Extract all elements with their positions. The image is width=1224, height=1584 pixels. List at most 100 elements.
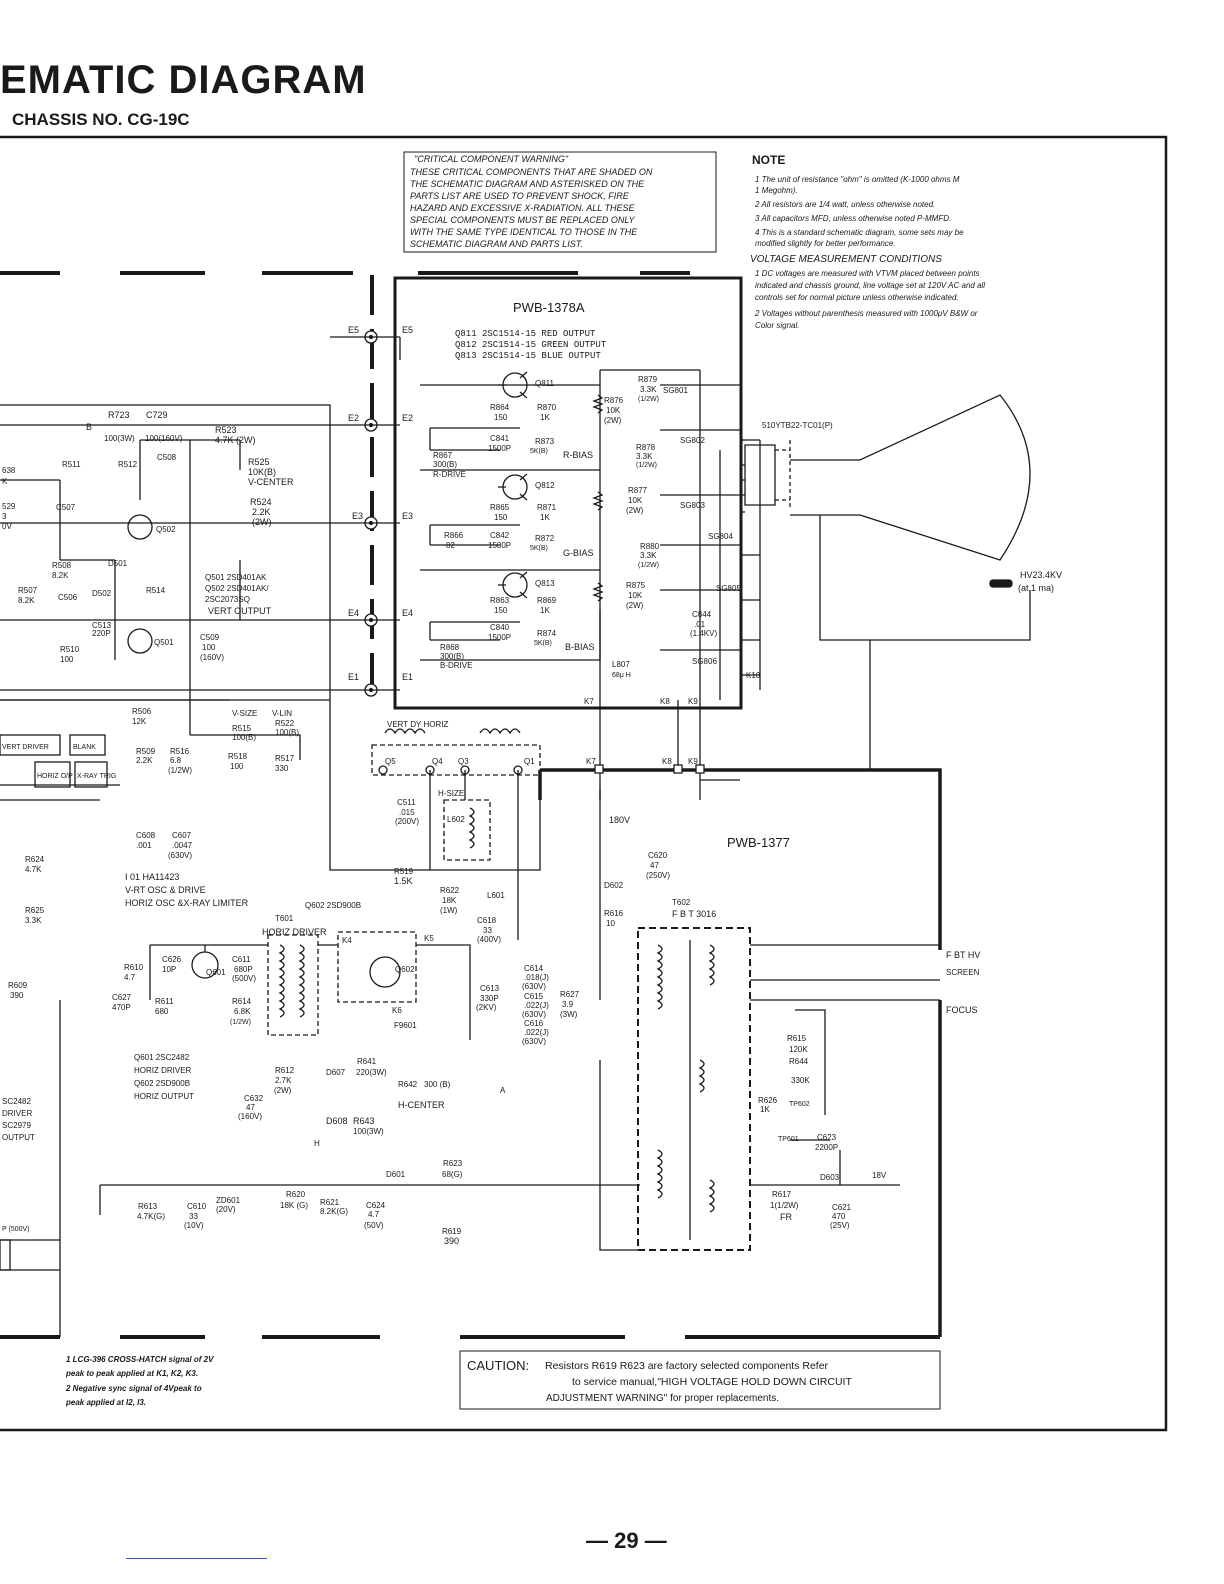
value-r515: 100(B) (232, 733, 256, 742)
label-c608: C608 (136, 831, 156, 840)
warning-line: HAZARD AND EXCESSIVE X-RADIATION. ALL TH… (410, 203, 636, 213)
value-r873: 5K(B) (530, 448, 548, 455)
label-r880: R880 (640, 542, 660, 551)
value-r869: 1K (540, 606, 550, 615)
value-r612: 2.7K (275, 1076, 292, 1085)
connector-label: E1 (402, 672, 413, 682)
value-c842: 1500P (488, 541, 511, 550)
value-r615: 120K (789, 1045, 808, 1054)
label-sg804: SG804 (708, 532, 733, 541)
label-r863: R863 (490, 596, 510, 605)
value-c509: 100 (202, 643, 216, 652)
footnote-line: peak applied at I2, I3. (65, 1398, 146, 1407)
value-r627: 3.9 (562, 1000, 574, 1009)
notes-heading: NOTE (752, 153, 785, 167)
watt-r516: (1/2W) (168, 766, 192, 775)
label-r868: R868 (440, 643, 460, 652)
value-r510: 100 (60, 655, 74, 664)
chassis-number: CHASSIS NO. CG-19C (12, 110, 190, 129)
label-r522: R522 (275, 719, 295, 728)
q-table-row: VERT OUTPUT (208, 606, 272, 616)
label-r610: R610 (124, 963, 144, 972)
label-tp602: TP602 (789, 1101, 810, 1108)
value-c626: 10P (162, 965, 176, 974)
value-r623: 68(G) (442, 1170, 463, 1179)
value-r644: 330K (791, 1076, 810, 1085)
value-c841: 1500P (488, 444, 511, 453)
label-sg806: SG806 (692, 657, 717, 666)
label-r612: R612 (275, 1066, 295, 1075)
transistor-table-row: Q812 2SC1514-15 GREEN OUTPUT (455, 340, 607, 350)
label-c632: C632 (244, 1094, 264, 1103)
note-item: 3 All capacitors MFD, unless otherwise n… (755, 214, 951, 223)
value-r611: 680 (155, 1007, 169, 1016)
value-r866: 82 (446, 541, 455, 550)
label-r518: R518 (228, 752, 248, 761)
value-r864: 150 (494, 413, 508, 422)
label-c509: C509 (200, 633, 220, 642)
label-d607: D607 (326, 1068, 346, 1077)
label-screen: SCREEN (946, 968, 980, 977)
label-r871: R871 (537, 503, 557, 512)
label-r617: R617 (772, 1190, 792, 1199)
label-q5: Q5 (385, 757, 396, 766)
label-r511: R511 (62, 460, 81, 469)
label-r879: R879 (638, 375, 658, 384)
label-r873: R873 (535, 437, 555, 446)
label-sg803: SG803 (680, 501, 705, 510)
connector-label: E1 (348, 672, 359, 682)
note-item: modified slightly for better performance… (755, 239, 896, 248)
label-focus: FOCUS (946, 1005, 978, 1015)
label-fbt: F B T 3016 (672, 909, 716, 919)
value-r875: 10K (628, 591, 643, 600)
label-c627: C627 (112, 993, 132, 1002)
watt-r876: (2W) (604, 416, 622, 425)
value-r865: 150 (494, 513, 508, 522)
label-d501: D501 (108, 559, 128, 568)
label-c511: C511 (397, 798, 416, 807)
label-r643: R643 (353, 1116, 375, 1126)
board-label-pwb1377: PWB-1377 (727, 835, 790, 850)
value-r610: 4.7 (124, 973, 136, 982)
label-k9: K9 (688, 697, 698, 706)
footnote-line: peak to peak applied at K1, K2, K3. (65, 1369, 198, 1378)
value-r879: 3.3K (640, 385, 657, 394)
label-c513: C513 (92, 621, 112, 630)
label-q813: Q813 (535, 579, 555, 588)
value-r880: 3.3K (640, 551, 657, 560)
value-r508: 8.2K (52, 571, 69, 580)
left-q-list-row: SC2482 (2, 1097, 31, 1106)
value-r622: 18K (442, 896, 457, 905)
label-180v: 180V (609, 815, 630, 825)
watt-r612: (2W) (274, 1086, 292, 1095)
label-r514: R514 (146, 586, 166, 595)
label-r623: R623 (443, 1159, 463, 1168)
note-item: 4 This is a standard schematic diagram, … (755, 228, 964, 237)
value-r867: 300(B) (433, 460, 457, 469)
voltage-c620: (250V) (646, 871, 670, 880)
label-r870: R870 (537, 403, 557, 412)
value-r506: 12K (132, 717, 147, 726)
label-b: B (86, 422, 92, 432)
label-r507: R507 (18, 586, 38, 595)
q-list-row: Q602 2SD900B (134, 1079, 190, 1088)
label-r872: R872 (535, 534, 555, 543)
label-r506: R506 (132, 707, 152, 716)
footnote-line: 1 LCG-396 CROSS-HATCH signal of 2V (66, 1355, 214, 1364)
voltage-c614: (630V) (522, 982, 546, 991)
label-c610: C610 (187, 1202, 207, 1211)
value-r868: 300(B) (440, 652, 464, 661)
value-r525: 10K(B) (248, 467, 276, 477)
voltage-item: 2 Voltages without parenthesis measured … (754, 309, 978, 318)
value-r641: 220(3W) (356, 1068, 387, 1077)
label-c613: C613 (480, 984, 500, 993)
label-r626: R626 (758, 1096, 778, 1105)
left-q-list-row: DRIVER (2, 1109, 32, 1118)
label-h: H (314, 1139, 320, 1148)
value-c613: 330P (480, 994, 499, 1003)
label-c507: C507 (56, 503, 76, 512)
value-r619: 390 (444, 1236, 459, 1246)
value-r523: 4.7K (2W) (215, 435, 256, 445)
value-r877: 10K (628, 496, 643, 505)
transistor-table-row: Q813 2SC1514-15 BLUE OUTPUT (455, 351, 601, 361)
